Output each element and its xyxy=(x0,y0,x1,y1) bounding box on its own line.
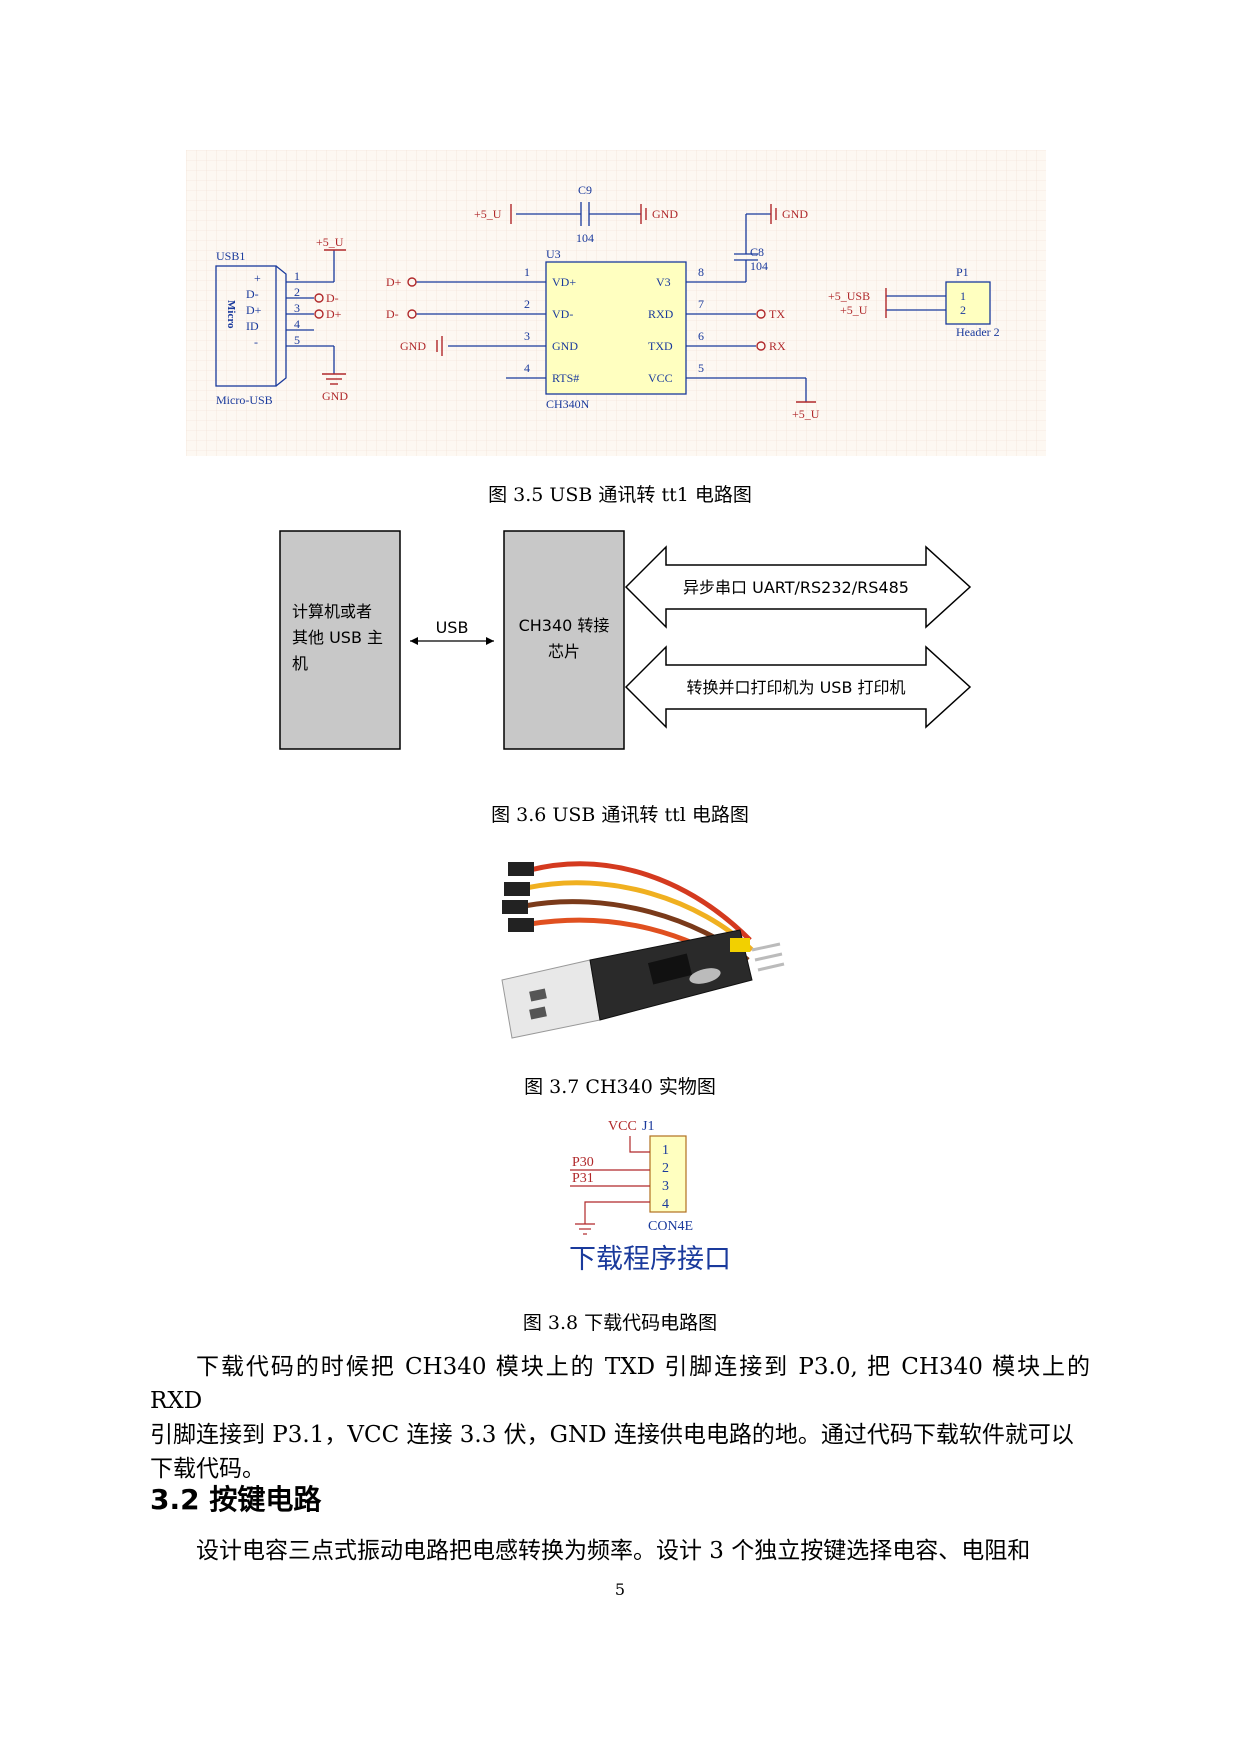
usb-body-label: Micro xyxy=(225,300,237,329)
chip-block-label: CH340 转接 xyxy=(519,616,610,635)
usb-pin-num: 3 xyxy=(294,301,300,315)
chip-pin-num: 8 xyxy=(698,265,704,279)
body-paragraph: 下载代码的时候把 CH340 模块上的 TXD 引脚连接到 P3.0, 把 CH… xyxy=(150,1350,1090,1486)
paragraph-line: 下载代码的时候把 CH340 模块上的 TXD 引脚连接到 P3.0, 把 CH… xyxy=(150,1354,1090,1414)
chip-pin-label: VD- xyxy=(552,307,573,321)
usb-pin-label: + xyxy=(254,271,261,285)
usb-gnd-net: GND xyxy=(322,389,348,403)
dl-p31-net: P31 xyxy=(572,1171,594,1186)
printer-arrow-label: 转换并口打印机为 USB 打印机 xyxy=(686,678,905,697)
download-interface-schematic: VCC P30 P31 J1 1 2 3 4 CON4E 下载程序接口 xyxy=(569,1119,731,1275)
dl-name-label: CON4E xyxy=(648,1219,693,1234)
chip-name-label: CH340N xyxy=(546,397,590,411)
chip-pin-num: 1 xyxy=(524,265,530,279)
ch340-block-diagram: 计算机或者 其他 USB 主 机 USB CH340 转接 芯片 异步串口 UA… xyxy=(279,530,972,750)
chip-pin-num: 2 xyxy=(524,297,530,311)
dl-ref-label: J1 xyxy=(642,1119,654,1134)
usb-dm-net: D- xyxy=(326,291,339,305)
page-number: 5 xyxy=(614,1580,626,1599)
figure-caption: 图 3.8 下载代码电路图 xyxy=(522,1312,718,1334)
p1-pin-num: 1 xyxy=(960,289,966,303)
chip-pin-num: 3 xyxy=(524,329,530,343)
chip-pin-label: RXD xyxy=(648,307,674,321)
paragraph-line: 引脚连接到 P3.1，VCC 连接 3.3 伏，GND 连接供电电路的地。通过代… xyxy=(150,1422,1074,1448)
c8-ref-label: C8 xyxy=(750,245,764,259)
dl-pin-num: 3 xyxy=(662,1179,669,1194)
chip-rx-net: RX xyxy=(769,339,786,353)
section-heading: 3.2 按键电路 xyxy=(150,1483,322,1516)
dl-title: 下载程序接口 xyxy=(569,1244,731,1275)
usb-pin-label: - xyxy=(254,335,258,349)
usb-pin-num: 2 xyxy=(294,285,300,299)
c9-net: +5_U xyxy=(474,207,502,221)
usb-pin-label: D- xyxy=(246,287,259,301)
chip-pin-num: 5 xyxy=(698,361,704,375)
chip-pin-num: 7 xyxy=(698,297,704,311)
c9-gnd-net: GND xyxy=(652,207,678,221)
usb-pin-num: 4 xyxy=(294,317,300,331)
host-block-label: 计算机或者 xyxy=(292,602,372,621)
chip-dm-net: D- xyxy=(386,307,399,321)
chip-tx-net: TX xyxy=(769,307,785,321)
chip-pin-num: 6 xyxy=(698,329,704,343)
chip-ref-label: U3 xyxy=(546,247,561,261)
paragraph-line: 下载代码。 xyxy=(150,1456,265,1482)
figure-caption: 图 3.5 USB 通讯转 tt1 电路图 xyxy=(488,484,752,506)
chip-block-label: 芯片 xyxy=(548,642,580,661)
c8-gnd-net: GND xyxy=(782,207,808,221)
p1-net: +5_U xyxy=(840,303,868,317)
usb-link-label: USB xyxy=(436,618,469,637)
usb-pin-label: ID xyxy=(246,319,259,333)
c8-value-label: 104 xyxy=(750,259,768,273)
chip-pin-label: VCC xyxy=(648,371,673,385)
chip-dp-net: D+ xyxy=(386,275,402,289)
dl-pin-num: 4 xyxy=(662,1197,669,1212)
chip-pin-num: 4 xyxy=(524,361,530,375)
p1-name-label: Header 2 xyxy=(956,325,1000,339)
dl-vcc-net: VCC xyxy=(608,1119,637,1134)
serial-arrow-label: 异步串口 UART/RS232/RS485 xyxy=(683,578,909,597)
usb-pin-label: D+ xyxy=(246,303,262,317)
ch340-module-photo xyxy=(501,861,785,1039)
usb-pin-num: 1 xyxy=(294,269,300,283)
c9-ref-label: C9 xyxy=(578,183,592,197)
figure-caption: 图 3.7 CH340 实物图 xyxy=(524,1076,716,1098)
c9-value-label: 104 xyxy=(576,231,594,245)
chip-pin-label: RTS# xyxy=(552,371,579,385)
usb-vcc-net: +5_U xyxy=(316,235,344,249)
chip-pin-label: VD+ xyxy=(552,275,576,289)
chip-vcc-net: +5_U xyxy=(792,407,820,421)
usb-pin-num: 5 xyxy=(294,333,300,347)
chip-gnd-net: GND xyxy=(400,339,426,353)
p1-ref-label: P1 xyxy=(956,265,969,279)
p1-pin-num: 2 xyxy=(960,303,966,317)
figure-caption: 图 3.6 USB 通讯转 ttl 电路图 xyxy=(491,804,749,826)
dl-pin-num: 2 xyxy=(662,1161,669,1176)
host-block-label: 其他 USB 主 xyxy=(292,628,383,647)
usb-ttl-schematic: USB1 Micro-USB + D- D+ ID - 1 2 3 4 5 U3… xyxy=(186,150,1046,456)
usb-name-label: Micro-USB xyxy=(216,393,273,407)
chip-pin-label: GND xyxy=(552,339,578,353)
usb-ref-label: USB1 xyxy=(216,249,245,263)
body-paragraph: 设计电容三点式振动电路把电感转换为频率。设计 3 个独立按键选择电容、电阻和 xyxy=(196,1538,1031,1564)
chip-pin-label: V3 xyxy=(656,275,671,289)
usb-dp-net: D+ xyxy=(326,307,342,321)
chip-pin-label: TXD xyxy=(648,339,673,353)
host-block-label: 机 xyxy=(292,654,308,673)
dl-pin-num: 1 xyxy=(662,1143,669,1158)
dl-p30-net: P30 xyxy=(572,1155,594,1170)
p1-net: +5_USB xyxy=(828,289,870,303)
